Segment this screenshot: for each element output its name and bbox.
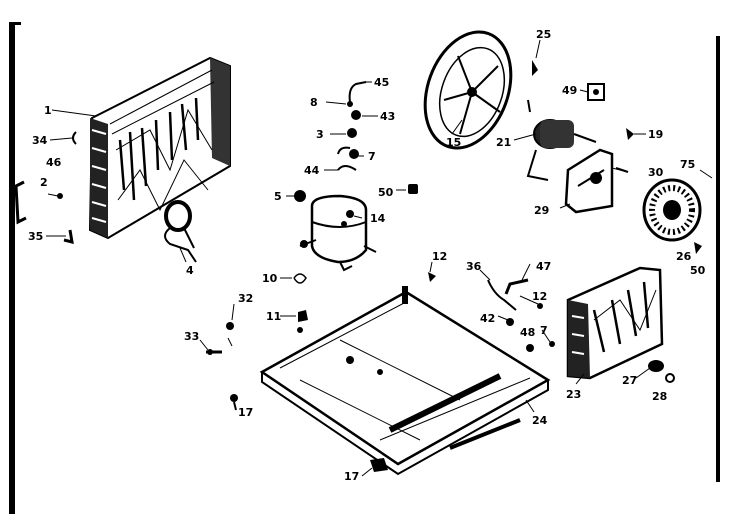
motor-bracket: [564, 148, 614, 214]
label-part-45: 45: [374, 76, 389, 89]
label-part-7-top: 7: [368, 150, 376, 163]
label-part-4: 4: [186, 264, 194, 277]
label-part-50-left: 50: [378, 186, 394, 199]
label-part-14: 14: [370, 212, 386, 225]
label-part-28: 28: [652, 390, 667, 403]
label-part-24: 24: [532, 414, 548, 427]
label-part-29: 29: [534, 204, 549, 217]
part-32: [226, 322, 234, 347]
label-part-46: 46: [46, 156, 62, 169]
label-part-21: 21: [496, 136, 511, 149]
label-part-25: 25: [536, 28, 551, 41]
part-33: [206, 349, 222, 355]
label-part-23: 23: [566, 388, 581, 401]
blower-wheel: [642, 178, 702, 242]
label-part-17-bottom: 17: [344, 470, 359, 483]
tube-36: [487, 279, 517, 311]
label-part-43: 43: [380, 110, 395, 123]
label-part-30: 30: [648, 166, 664, 179]
condenser-coil: [88, 56, 231, 240]
label-part-42: 42: [480, 312, 495, 325]
label-part-3: 3: [316, 128, 324, 141]
label-part-5: 5: [274, 190, 282, 203]
part-25-top: [532, 60, 538, 76]
grommet-5: [294, 190, 306, 202]
capillary-coil: [164, 200, 197, 263]
label-part-33: 33: [184, 330, 199, 343]
part-48: [526, 344, 534, 352]
label-part-49: 49: [562, 84, 577, 97]
part-10: [293, 273, 307, 284]
label-part-12-right: 12: [532, 290, 547, 303]
label-part-44: 44: [304, 164, 320, 177]
label-part-47: 47: [536, 260, 551, 273]
fan-motor: [526, 99, 597, 181]
label-part-34: 34: [32, 134, 48, 147]
label-part-12-mid: 12: [432, 250, 447, 263]
part-27: [648, 360, 664, 372]
part-7-right: [549, 341, 555, 347]
tube-44: [337, 165, 357, 171]
coil-bracket: [14, 180, 27, 225]
screw-17-bottom: [370, 458, 388, 472]
label-part-27: 27: [622, 374, 637, 387]
label-part-7-right: 7: [540, 324, 548, 337]
label-part-19: 19: [648, 128, 663, 141]
label-part-15: 15: [446, 136, 461, 149]
label-part-17-left: 17: [238, 406, 253, 419]
clip-34: [72, 131, 77, 145]
evaporator-coil: [566, 266, 664, 380]
label-part-8: 8: [310, 96, 318, 109]
fan-blade: [423, 30, 513, 150]
tube-47: [504, 278, 529, 295]
label-part-10: 10: [262, 272, 278, 285]
part-12-mid: [428, 272, 436, 282]
part-26: [694, 242, 702, 254]
label-part-35: 35: [28, 230, 43, 243]
part-49: [587, 83, 605, 101]
label-part-75: 75: [680, 158, 695, 171]
fitting-3: [347, 128, 357, 138]
clip-35: [63, 229, 74, 245]
screw-17-left: [230, 394, 238, 411]
part-labels: 1 34 46 2 35 4 8 45 43 3 7 44 5 14 50 10…: [28, 28, 706, 483]
part-12-right: [537, 303, 543, 309]
label-part-26: 26: [676, 250, 692, 263]
label-part-50-right: 50: [690, 264, 706, 277]
part-50-left: [408, 184, 418, 194]
part-11: [298, 310, 308, 322]
tube-fitting-45: [347, 81, 367, 107]
screw-2: [57, 193, 63, 199]
label-part-36: 36: [466, 260, 482, 273]
label-part-32: 32: [238, 292, 253, 305]
part-28: [665, 373, 675, 383]
label-part-48: 48: [520, 326, 535, 339]
label-part-1: 1: [44, 104, 52, 117]
base-pan: [259, 286, 551, 476]
part-19: [626, 128, 634, 140]
leader-lines: [46, 39, 713, 477]
fitting-7-top: [337, 146, 359, 159]
border-marks: [9, 22, 720, 514]
fitting-43: [351, 110, 361, 120]
label-part-11: 11: [266, 310, 281, 323]
compressor: [299, 194, 377, 272]
label-part-2: 2: [40, 176, 48, 189]
